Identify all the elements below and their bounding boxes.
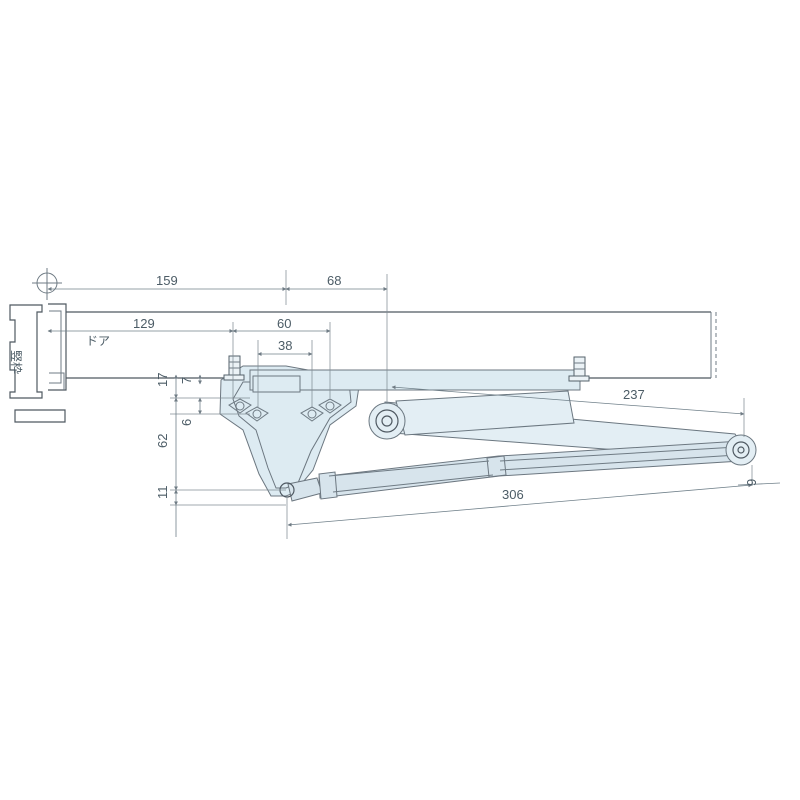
extension-lines (170, 270, 753, 539)
hole-icon (318, 398, 342, 414)
dim-129: 129 (133, 316, 155, 331)
pivot-icon (725, 434, 757, 466)
dim-60: 60 (277, 316, 291, 331)
frame-label: 竪枠 (9, 350, 23, 374)
hinge-center-icon (32, 268, 62, 300)
door-closer-icon (219, 365, 745, 502)
screw-icon (568, 356, 590, 382)
dim-6: 6 (179, 419, 194, 426)
dim-306: 306 (502, 487, 524, 502)
angled-dimensions (287, 385, 781, 527)
frame-profile (9, 303, 67, 423)
pivot-icon (368, 402, 406, 440)
dim-38: 38 (278, 338, 292, 353)
dim-159: 159 (156, 273, 178, 288)
dim-7: 7 (179, 377, 194, 384)
hole-icon (228, 398, 252, 414)
mounting-holes (228, 398, 342, 422)
dim-62: 62 (155, 434, 170, 448)
dim-9: 9 (744, 479, 759, 486)
door-label: ドア (86, 334, 110, 348)
labels: 竪枠 ドア (9, 334, 110, 374)
door-profile (66, 311, 717, 379)
dim-11: 11 (155, 486, 170, 500)
hole-icon (300, 406, 324, 422)
dimension-values: 159 68 129 60 38 17 7 6 62 11 237 306 9 (133, 273, 759, 502)
left-dimensions (174, 374, 202, 537)
top-dimensions (47, 287, 388, 356)
screw-icon (223, 355, 245, 381)
dim-237: 237 (623, 387, 645, 402)
dim-68: 68 (327, 273, 341, 288)
dim-17: 17 (155, 373, 170, 387)
hole-icon (245, 406, 269, 422)
